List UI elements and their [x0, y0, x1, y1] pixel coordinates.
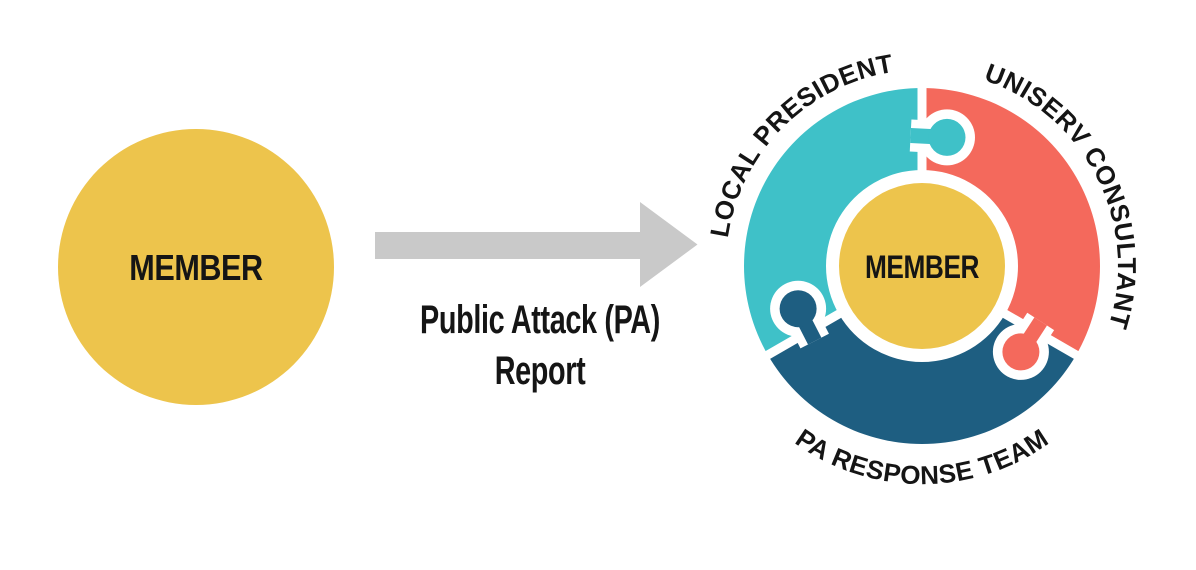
- arrow-caption-line1: Public Attack (PA): [420, 297, 660, 342]
- member-source-circle: [58, 129, 334, 405]
- ring-center-label: MEMBER: [865, 251, 979, 286]
- knob-teal-head: [928, 118, 966, 156]
- flow-arrow-icon: [375, 202, 698, 287]
- member-source-label: MEMBER: [129, 249, 263, 289]
- knob-teal: [909, 109, 975, 166]
- ring-center-circle: [839, 183, 1005, 349]
- puzzle-ring: MEMBER LOCAL PRESIDENT UNISERV CONSULTAN…: [704, 48, 1141, 490]
- knob-coral: [992, 312, 1055, 380]
- arrow-caption-line2: Report: [495, 348, 586, 393]
- knob-navy-head: [779, 290, 817, 328]
- knob-navy: [770, 280, 829, 349]
- knob-coral-head: [1002, 333, 1040, 371]
